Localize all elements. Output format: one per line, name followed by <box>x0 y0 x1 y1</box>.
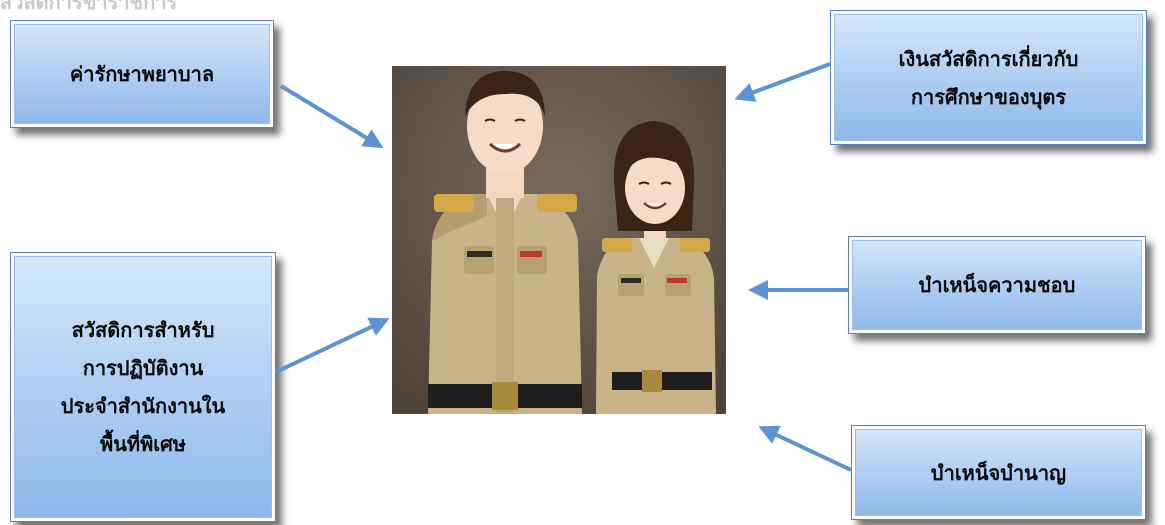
page-title: สวัสดิการข้าราชการ <box>0 0 260 12</box>
box-line: บำเหน็จบำนาญ <box>931 454 1066 492</box>
box-line: การปฏิบัติงาน <box>83 349 204 387</box>
box-line: สวัสดิการสำหรับ <box>72 311 215 349</box>
merit-gratuity-box: บำเหน็จความชอบ <box>848 236 1146 334</box>
box-line: พื้นที่พิเศษ <box>100 425 186 463</box>
pension-gratuity-box: บำเหน็จบำนาญ <box>851 425 1146 520</box>
arrow-education <box>738 64 830 98</box>
box-line: บำเหน็จความชอบ <box>919 266 1076 304</box>
civil-servants-illustration <box>392 66 726 414</box>
box-line: การศึกษาของบุตร <box>911 78 1066 116</box>
arrow-special <box>276 320 386 372</box>
box-line: เงินสวัสดิการเกี่ยวกับ <box>899 40 1079 78</box>
medical-expenses-box: ค่ารักษาพยาบาล <box>10 20 274 128</box>
special-area-welfare-box: สวัสดิการสำหรับ การปฏิบัติงาน ประจำสำนัก… <box>10 252 276 522</box>
box-line: ประจำสำนักงานใน <box>61 387 225 425</box>
child-education-allowance-box: เงินสวัสดิการเกี่ยวกับ การศึกษาของบุตร <box>830 10 1147 145</box>
arrow-pension <box>762 428 851 470</box>
box-line: ค่ารักษาพยาบาล <box>70 55 214 93</box>
arrow-medical <box>281 86 380 146</box>
